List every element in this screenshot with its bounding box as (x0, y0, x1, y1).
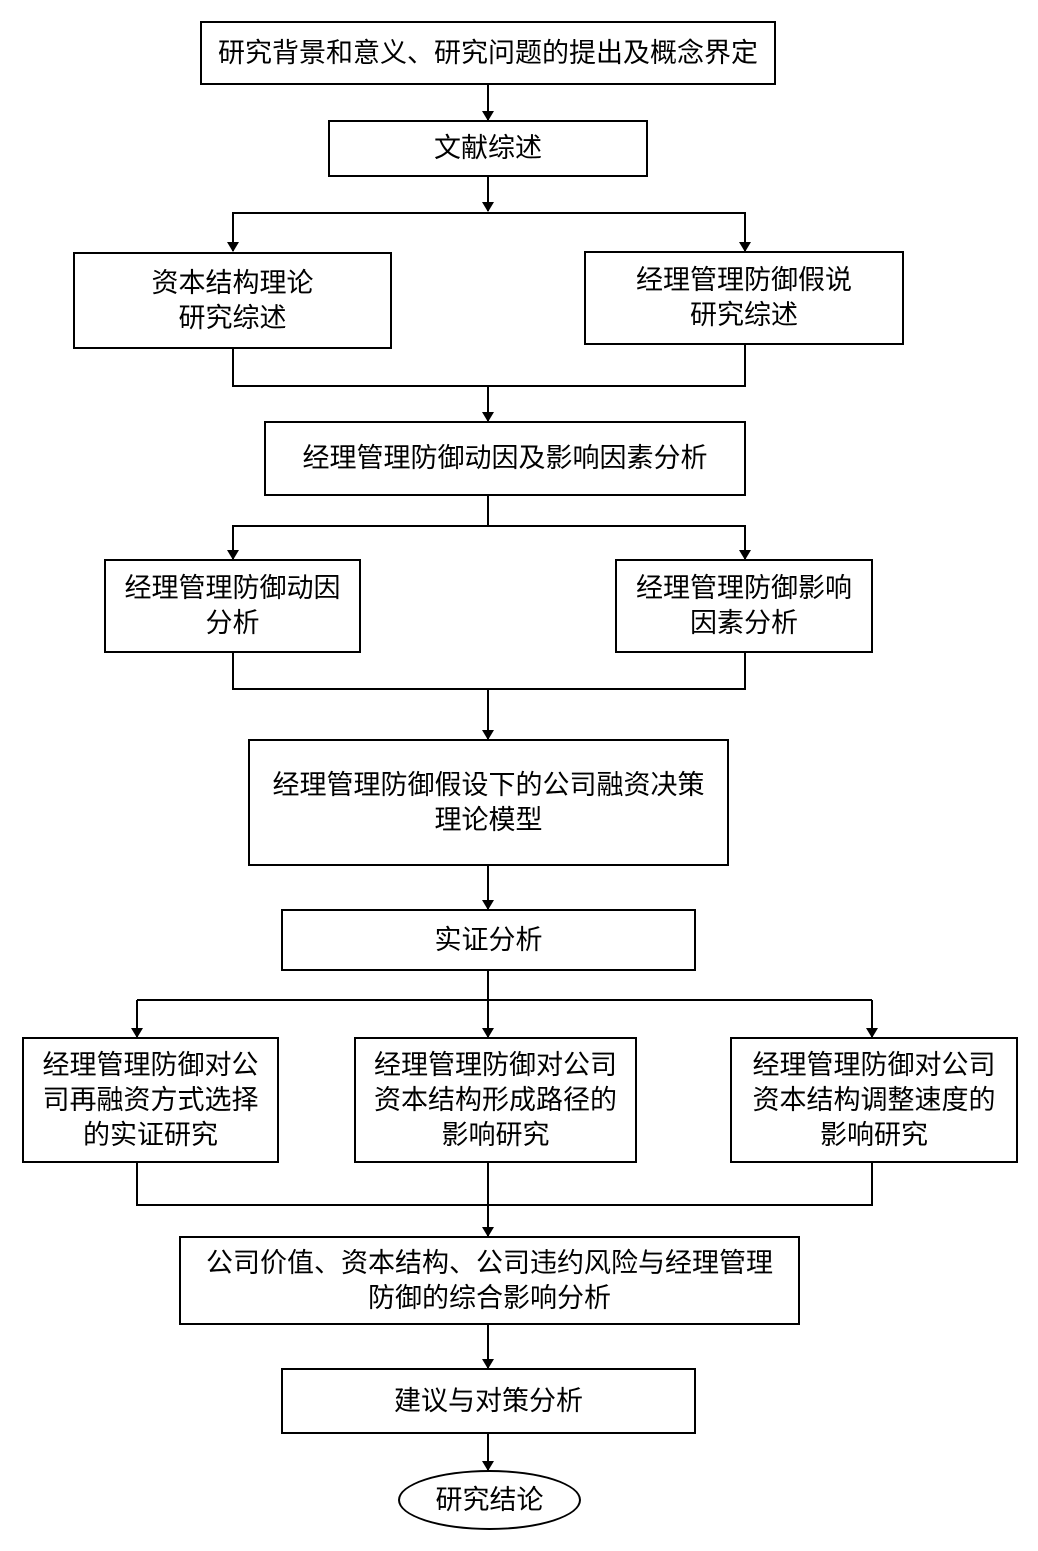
node-refinancing-label: 经理管理防御对公司再融资方式选择的实证研究 (42, 1049, 259, 1151)
merge-reviews (232, 345, 746, 387)
node-conclusion: 研究结论 (398, 1470, 581, 1530)
node-formation-path: 经理管理防御对公司资本结构形成路径的影响研究 (354, 1037, 637, 1163)
node-conclusion-label: 研究结论 (435, 1484, 544, 1516)
node-factors-label: 经理管理防御影响因素分析 (636, 573, 852, 639)
node-entrenchment-review: 经理管理防御假说研究综述 (584, 251, 904, 345)
node-background: 研究背景和意义、研究问题的提出及概念界定 (200, 21, 776, 85)
merge-empirical (136, 1162, 873, 1206)
node-comprehensive-label: 公司价值、资本结构、公司违约风险与经理管理防御的综合影响分析 (206, 1247, 773, 1314)
node-motive-factors-label: 经理管理防御动因及影响因素分析 (302, 443, 708, 474)
node-formation-path-label: 经理管理防御对公司资本结构形成路径的影响研究 (374, 1049, 617, 1151)
node-model-label: 经理管理防御假设下的公司融资决策理论模型 (272, 769, 705, 836)
node-motive-factors: 经理管理防御动因及影响因素分析 (264, 421, 746, 496)
node-factors: 经理管理防御影响因素分析 (615, 559, 873, 653)
node-literature-label: 文献综述 (434, 133, 542, 164)
node-adjustment-speed: 经理管理防御对公司资本结构调整速度的影响研究 (730, 1037, 1018, 1163)
node-motive-label: 经理管理防御动因分析 (124, 573, 341, 639)
merge-motive (232, 652, 746, 690)
node-refinancing: 经理管理防御对公司再融资方式选择的实证研究 (22, 1037, 279, 1163)
node-motive: 经理管理防御动因分析 (104, 559, 361, 653)
node-comprehensive: 公司价值、资本结构、公司违约风险与经理管理防御的综合影响分析 (179, 1236, 800, 1325)
node-model: 经理管理防御假设下的公司融资决策理论模型 (248, 739, 729, 866)
node-suggestions-label: 建议与对策分析 (394, 1385, 583, 1417)
node-capital-structure-review-label: 资本结构理论研究综述 (151, 267, 314, 334)
node-empirical-label: 实证分析 (434, 924, 543, 956)
node-entrenchment-review-label: 经理管理防御假说研究综述 (636, 265, 852, 331)
node-adjustment-speed-label: 经理管理防御对公司资本结构调整速度的影响研究 (752, 1049, 996, 1151)
node-background-label: 研究背景和意义、研究问题的提出及概念界定 (218, 37, 758, 69)
node-empirical: 实证分析 (281, 909, 696, 971)
node-capital-structure-review: 资本结构理论研究综述 (73, 252, 392, 349)
branch-literature (232, 212, 746, 251)
branch-motive-factors (232, 496, 489, 559)
node-literature: 文献综述 (328, 120, 648, 177)
node-suggestions: 建议与对策分析 (281, 1368, 696, 1434)
